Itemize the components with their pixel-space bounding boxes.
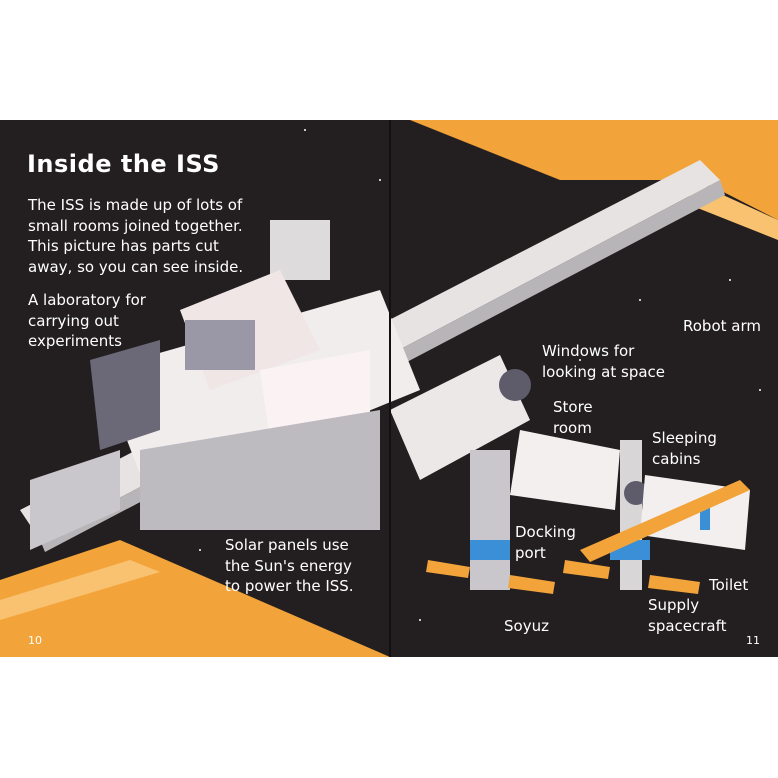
book-spine: [389, 120, 391, 657]
intro-line: away, so you can see inside.: [28, 257, 244, 276]
label-line: Supply: [648, 596, 700, 614]
label-line: Sleeping: [652, 429, 717, 447]
windows-label: Windows for looking at space: [542, 341, 665, 382]
supply-spacecraft-label: Supply spacecraft: [648, 595, 727, 636]
left-modules: [90, 220, 420, 530]
label-line: looking at space: [542, 362, 666, 381]
label-line: Store: [553, 398, 593, 416]
book-spread: Inside the ISS The ISS is made up of lot…: [0, 120, 778, 657]
page-number-left: 10: [28, 634, 42, 647]
label-line: port: [515, 543, 546, 562]
intro-line: small rooms joined together.: [28, 216, 243, 235]
intro-text: The ISS is made up of lots of small room…: [28, 195, 243, 277]
laboratory-label: A laboratory for carrying out experiment…: [28, 290, 146, 352]
label-line: the Sun's energy: [225, 556, 352, 575]
robot-arm-label: Robot arm: [683, 317, 761, 335]
label-line: A laboratory for: [28, 291, 146, 309]
page-number-right: 11: [746, 634, 760, 647]
label-line: Docking: [515, 523, 576, 541]
label-line: Windows for: [542, 342, 635, 360]
toilet-label: Toilet: [709, 576, 749, 594]
stars: [199, 129, 761, 621]
label-line: experiments: [28, 332, 122, 350]
intro-line: The ISS is made up of lots of: [28, 196, 243, 214]
label-line: cabins: [652, 449, 701, 468]
sleeping-cabins-label: Sleeping cabins: [652, 428, 717, 469]
solar-panel-label: Solar panels use the Sun's energy to pow…: [225, 535, 354, 597]
label-line: to power the ISS.: [225, 577, 354, 595]
solar-panel-bottom-left: [0, 540, 390, 657]
iss-illustration: [0, 120, 778, 657]
spacecraft-panels: [426, 480, 750, 594]
intro-line: This picture has parts cut: [28, 237, 219, 255]
label-line: carrying out: [28, 311, 119, 330]
docking-port-label: Docking port: [515, 522, 576, 563]
soyuz-label: Soyuz: [504, 617, 549, 635]
label-line: room: [553, 418, 592, 437]
store-room-label: Store room: [553, 397, 593, 438]
page-title: Inside the ISS: [27, 150, 220, 178]
label-line: spacecraft: [648, 616, 727, 635]
label-line: Solar panels use: [225, 536, 349, 554]
